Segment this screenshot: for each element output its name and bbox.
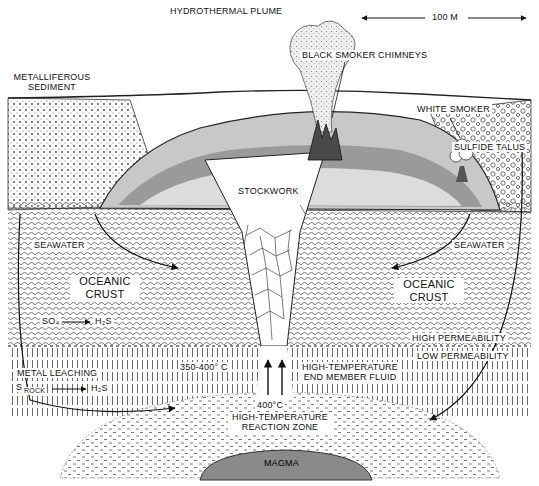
label: 100 M xyxy=(430,12,460,22)
label: ROCK xyxy=(22,387,47,395)
label: STOCKWORK xyxy=(236,186,301,196)
label: SULFIDE TALUS xyxy=(452,142,527,152)
label: METALLIFEROUS SEDIMENT xyxy=(10,72,94,93)
scale-bar xyxy=(468,18,526,19)
reaction-zone xyxy=(60,392,500,478)
label: SEAWATER xyxy=(32,240,87,250)
label: WHITE SMOKER xyxy=(415,104,492,114)
leader-line xyxy=(450,118,460,138)
stockwork-zone xyxy=(205,152,325,346)
label: 400°C xyxy=(255,400,285,410)
stockwork-veins xyxy=(244,205,306,340)
label: HIGH-TEMPERATURE REACTION ZONE xyxy=(228,412,332,433)
seawater-arrow xyxy=(95,214,178,268)
label: 350-400° C xyxy=(178,362,230,372)
label: OCEANIC CRUST xyxy=(70,275,140,300)
label: H₂S xyxy=(93,316,114,326)
upflow-arrow xyxy=(267,360,268,395)
leader-line xyxy=(332,62,345,118)
black-smoker-chimneys xyxy=(308,120,342,160)
reaction-arrow xyxy=(62,322,90,323)
hydrothermal-plume xyxy=(290,21,355,132)
feeder-conduit xyxy=(256,346,294,398)
label: MAGMA xyxy=(262,458,301,468)
reaction-zone-ground xyxy=(60,392,500,478)
seawater-arrow xyxy=(18,214,175,412)
magma-chamber xyxy=(200,450,372,480)
label: OCEANIC CRUST xyxy=(394,278,464,303)
label: H₂S xyxy=(89,383,110,393)
white-smoker-chimney xyxy=(456,166,468,182)
label: LOW PERMEABILITY xyxy=(415,351,511,361)
label: HYDROTHERMAL PLUME xyxy=(168,6,284,16)
label: METAL LEACHING xyxy=(15,368,99,378)
label: SEAWATER xyxy=(452,240,507,250)
label: SO₄ xyxy=(40,316,61,326)
scale-bar xyxy=(362,18,425,19)
label: HIGH-TEMPERATURE END MEMBER FLUID xyxy=(298,362,402,383)
reaction-arrow xyxy=(52,389,86,390)
label: BLACK SMOKER CHIMNEYS xyxy=(300,50,429,60)
upflow-arrow xyxy=(281,360,282,395)
label: HIGH PERMEABILITY xyxy=(410,333,508,343)
